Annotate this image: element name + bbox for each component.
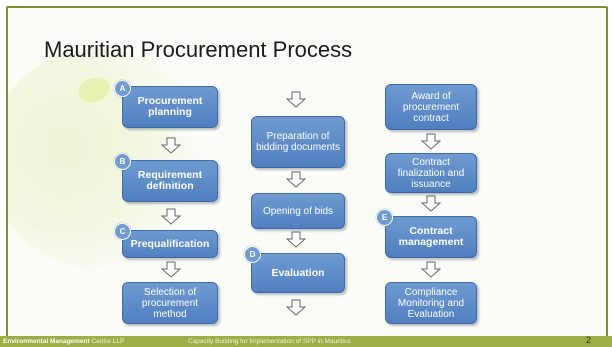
process-box-label: Preparation of bidding documents (256, 131, 340, 153)
step-badge-c: C (114, 223, 131, 240)
process-box-contract-finalization-and-issuance: Contract finalization and issuance (385, 153, 477, 193)
down-arrow-icon (421, 261, 441, 278)
process-box-evaluation: Evaluation (251, 253, 345, 293)
process-box-label: Prequalification (130, 237, 210, 250)
down-arrow-icon (286, 231, 306, 248)
footer-organization: Environmental Management Centre LLP (3, 336, 124, 347)
process-box-label: Compliance Monitoring and Evaluation (397, 286, 465, 320)
process-box-label: Selection of procurement method (141, 286, 199, 320)
down-arrow-icon (161, 261, 181, 278)
down-arrow-icon (286, 299, 306, 316)
step-badge-e: E (376, 209, 393, 226)
footer-org-rest: Centre LLP (89, 338, 125, 345)
process-box-procurement-planning: Procurement planning (122, 86, 218, 128)
footer-org-bold: Environmental Management (3, 338, 90, 345)
process-box-award-of-procurement-contract: Award of procurement contract (385, 84, 477, 130)
process-box-label: Contract management (398, 225, 464, 248)
process-box-label: Evaluation (271, 266, 325, 279)
step-badge-a: A (114, 80, 131, 97)
step-badge-b: B (114, 153, 131, 170)
process-box-prequalification: Prequalification (122, 230, 218, 258)
page-number: 2 (586, 335, 592, 345)
process-box-compliance-monitoring-and-evaluation: Compliance Monitoring and Evaluation (385, 282, 477, 324)
step-badge-d: D (244, 246, 261, 263)
process-box-selection-of-procurement-method: Selection of procurement method (122, 282, 218, 324)
process-box-contract-management: Contract management (385, 216, 477, 258)
down-arrow-icon (161, 137, 181, 154)
process-box-opening-of-bids: Opening of bids (251, 193, 345, 229)
process-box-requirement-definition: Requirement definition (122, 160, 218, 202)
down-arrow-icon (286, 91, 306, 108)
process-box-label: Procurement planning (137, 95, 203, 118)
process-box-label: Contract finalization and issuance (397, 156, 465, 190)
down-arrow-icon (421, 133, 441, 150)
down-arrow-icon (421, 195, 441, 212)
process-box-label: Opening of bids (262, 205, 334, 217)
footer-caption: Capacity Building for Implementation of … (188, 338, 351, 345)
process-box-label: Requirement definition (137, 169, 203, 192)
down-arrow-icon (286, 171, 306, 188)
process-box-preparation-of-bidding-documents: Preparation of bidding documents (251, 116, 345, 168)
slide-title: Mauritian Procurement Process (44, 37, 353, 62)
footer-bar: Environmental Management Centre LLP Capa… (0, 335, 612, 347)
down-arrow-icon (161, 208, 181, 225)
process-box-label: Award of procurement contract (402, 90, 460, 124)
